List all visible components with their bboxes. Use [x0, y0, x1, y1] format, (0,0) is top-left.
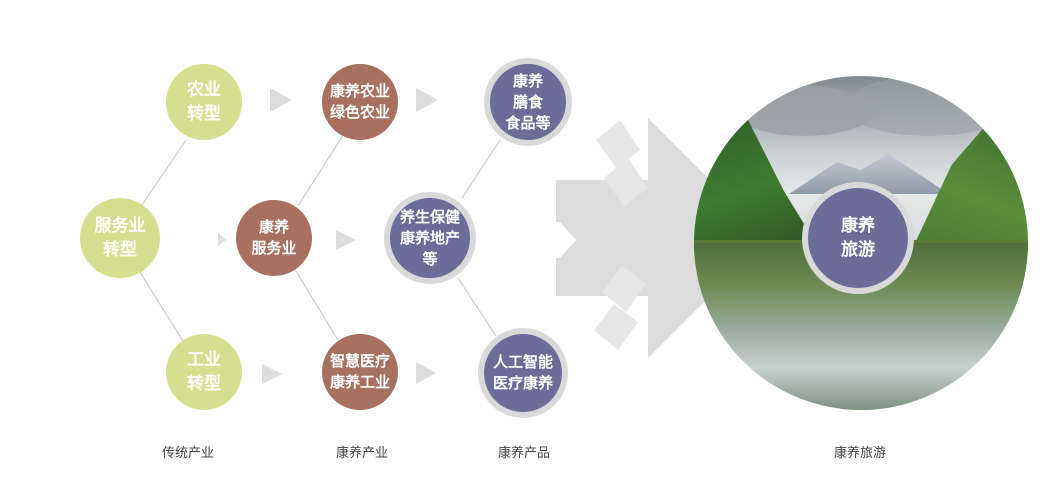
node-agri-label: 农业 转型 [187, 80, 221, 124]
node-tourism-label: 康养 旅游 [841, 216, 875, 260]
node-service-transform: 服务业 转型 [80, 198, 160, 278]
node-industry-transform: 工业 转型 [166, 334, 242, 410]
node-ai-med-label: 人工智能 医疗康养 [492, 353, 553, 392]
node-food: 康养 膳食 食品等 [484, 58, 572, 146]
line-kangservice-smartmed [293, 267, 339, 341]
column-label-kang-tourism: 康养旅游 [833, 446, 886, 461]
big-arrow [556, 118, 768, 358]
chevrons-middle [504, 222, 576, 258]
line-estate-ai [457, 277, 497, 337]
node-agri-transform: 农业 转型 [166, 64, 242, 140]
node-food-label: 康养 膳食 食品等 [505, 71, 551, 132]
line-service-agri [139, 139, 187, 209]
chevrons-top [596, 120, 648, 206]
node-tourism: 康养 旅游 [802, 182, 914, 294]
node-health-estate-label: 养生保健 康养地产 等 [399, 207, 460, 268]
arrow-smartmed-ai [416, 362, 436, 384]
node-service-label: 服务业 转型 [94, 216, 146, 260]
line-estate-food [461, 139, 501, 199]
node-health-estate: 养生保健 康养地产 等 [384, 192, 476, 284]
node-ai-med: 人工智能 医疗康养 [478, 328, 568, 418]
arrow-industry-smartmed [262, 364, 282, 384]
column-label-kang-industry: 康养产业 [335, 446, 388, 461]
line-kangservice-kangagri [297, 131, 346, 207]
node-kang-service: 康养 服务业 [236, 200, 312, 276]
node-smart-med-label: 智慧医疗 康养工业 [329, 352, 390, 391]
arrow-kangservice-estate [336, 230, 356, 250]
arrow-agri-kangagri [270, 88, 292, 112]
column-label-kang-products: 康养产品 [497, 446, 550, 461]
node-smart-med: 智慧医疗 康养工业 [322, 334, 398, 410]
arrow-kangagri-food [416, 88, 438, 112]
node-kang-service-label: 康养 服务业 [251, 218, 297, 257]
node-kang-agri: 康养农业 绿色农业 [322, 64, 398, 140]
line-service-industry [139, 271, 187, 347]
node-kang-agri-label: 康养农业 绿色农业 [329, 82, 390, 121]
chevrons-bottom [594, 266, 646, 350]
node-industry-label: 工业 转型 [187, 350, 221, 394]
arrow-service-kangservice [218, 233, 226, 246]
column-label-traditional: 传统产业 [161, 446, 214, 461]
